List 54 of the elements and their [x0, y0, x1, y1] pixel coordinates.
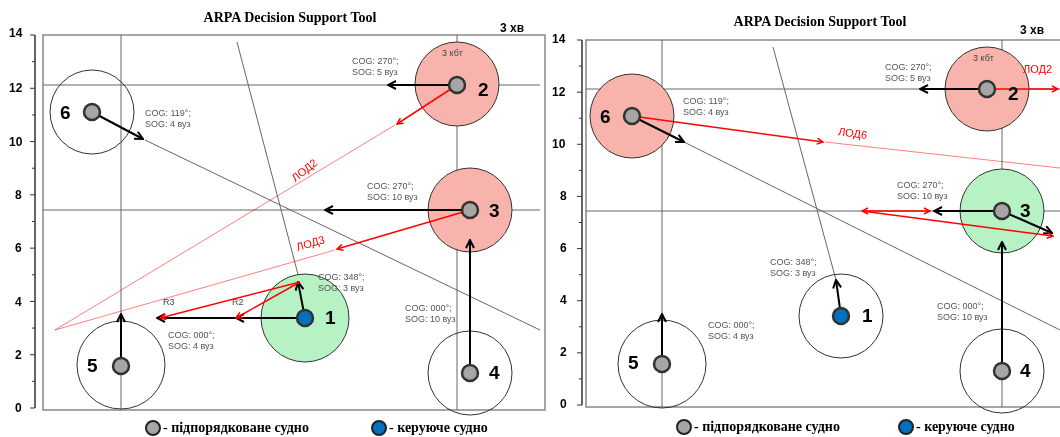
vessel-number: 5: [87, 356, 98, 375]
point-label: R3: [163, 298, 175, 307]
course-speed-label: COG: 000°; SOG: 4 вуз: [168, 330, 216, 353]
vessel-number: 1: [862, 306, 873, 325]
axis-tick-label: 2: [560, 346, 567, 358]
axis-tick-label: 8: [560, 190, 567, 202]
axis-tick-label: 4: [15, 296, 22, 308]
vessel-number: 1: [325, 308, 336, 327]
line-label: ЛОД3: [295, 234, 327, 253]
axis-tick-label: 6: [560, 242, 567, 254]
course-speed-label: COG: 000°; SOG: 4 вуз: [708, 320, 756, 343]
course-speed-label: COG: 270°; SOG: 10 вуз: [897, 180, 949, 203]
axis-tick-label: 10: [552, 138, 566, 150]
vessel-number: 6: [60, 103, 71, 122]
vessel-number: 4: [1020, 361, 1031, 380]
course-speed-label: COG: 119°; SOG: 4 вуз: [683, 96, 730, 119]
vessel-number: 2: [1008, 84, 1019, 103]
axis-tick-label: 12: [552, 86, 566, 98]
legend-label: - керуюче судно: [389, 421, 488, 435]
line-label: ЛОД6: [837, 126, 868, 141]
vessel-number: 3: [1020, 201, 1031, 220]
course-speed-label: COG: 000°; SOG: 10 вуз: [937, 301, 989, 324]
distance-label: 3 кбт: [973, 54, 994, 63]
axis-tick-label: 0: [15, 402, 22, 414]
vessel-number: 5: [628, 353, 639, 372]
axis-tick-label: 14: [9, 27, 23, 39]
point-label: R2: [232, 298, 244, 307]
legend-label: - підпорядковане судно: [163, 421, 309, 435]
vessel-number: 4: [489, 363, 500, 382]
chart-title: ARPA Decision Support Tool: [733, 15, 907, 29]
legend-label: - керуюче судно: [916, 420, 1015, 434]
axis-tick-label: 14: [552, 33, 566, 45]
axis-tick-label: 0: [560, 398, 567, 410]
axis-tick-label: 6: [15, 242, 22, 254]
axis-tick-label: 12: [9, 82, 23, 94]
course-speed-label: COG: 119°; SOG: 4 вуз: [145, 108, 192, 131]
axis-tick-label: 2: [15, 349, 22, 361]
vessel-number: 2: [478, 80, 489, 99]
line-label: ЛОД2: [1023, 64, 1053, 75]
course-speed-label: COG: 270°; SOG: 10 вуз: [367, 181, 419, 204]
axis-tick-label: 10: [9, 136, 23, 148]
axis-tick-label: 4: [560, 294, 567, 306]
time-label: 3 хв: [1020, 24, 1045, 36]
course-speed-label: COG: 270°; SOG: 5 вуз: [885, 62, 933, 85]
distance-label: 3 кбт: [442, 49, 463, 58]
legend-label: - підпорядковане судно: [694, 420, 840, 434]
vessel-number: 3: [489, 201, 500, 220]
time-label: 3 хв: [500, 22, 525, 34]
course-speed-label: COG: 000°; SOG: 10 вуз: [405, 303, 457, 326]
vessel-number: 6: [600, 107, 611, 126]
axis-tick-label: 8: [15, 189, 22, 201]
course-speed-label: COG: 270°; SOG: 5 вуз: [352, 56, 400, 79]
chart-title: ARPA Decision Support Tool: [203, 11, 377, 25]
course-speed-label: COG: 348°; SOG: 3 вуз: [770, 257, 818, 280]
